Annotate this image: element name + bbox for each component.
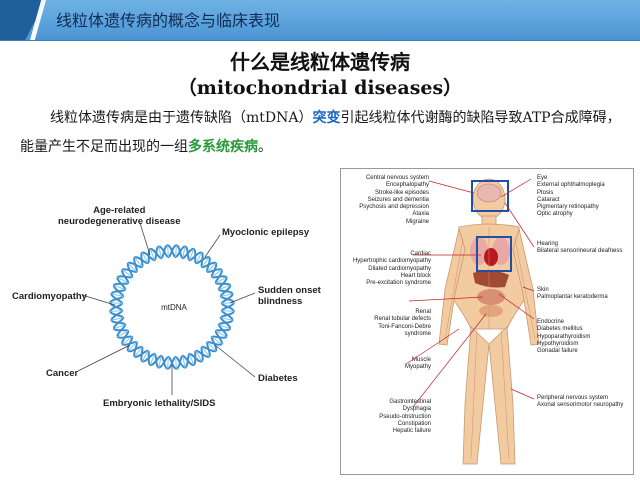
definition-paragraph: 线粒体遗传病是由于遗传缺陷（mtDNA）突变引起线粒体代谢酶的缺陷导致ATP合成… xyxy=(20,104,625,162)
para-end: 。 xyxy=(258,139,272,155)
label-pointer-line xyxy=(81,294,116,306)
label-age-related: Age-related neurodegenerative disease xyxy=(58,205,181,227)
label-pointer-line xyxy=(229,292,256,304)
helix-strand-2 xyxy=(109,244,235,370)
skin-features: Skin Palmoplantar keratoderma xyxy=(537,287,608,301)
helix-rung xyxy=(220,293,233,297)
label-embryonic: Embryonic lethality/SIDS xyxy=(103,398,216,409)
helix-rung xyxy=(134,346,143,357)
helix-rung xyxy=(175,356,177,369)
helix-rung xyxy=(134,257,143,268)
helix-rung xyxy=(220,317,233,321)
helix-rung xyxy=(189,353,195,366)
helix-rung xyxy=(149,248,155,261)
header-title: 线粒体遗传病的概念与临床表现 xyxy=(56,11,281,30)
helix-rung xyxy=(122,336,133,345)
label-pointer-line xyxy=(214,344,256,378)
helix-rung xyxy=(201,346,210,357)
helix-rung xyxy=(111,317,124,321)
helix-rung xyxy=(122,269,133,278)
helix-rung xyxy=(141,350,149,362)
cardiac-features: Cardiac Hypertrophic cardiomyopathy Dila… xyxy=(352,251,431,287)
helix-rung xyxy=(167,245,169,258)
cns-features: Central nervous system Encephalopathy St… xyxy=(359,175,429,225)
hearing-features: Hearing Bilateral sensorineural deafness xyxy=(537,241,623,255)
para-part-3: 引起线粒体代谢酶的缺陷导致ATP合成障碍，能量产生不足而出现的一组 xyxy=(20,110,621,155)
helix-rung xyxy=(221,302,234,304)
label-sudden-blindness: Sudden onset blindness xyxy=(258,285,321,307)
helix-rung xyxy=(158,355,162,368)
eye-features: Eye External ophthalmoplegia Ptosis Cata… xyxy=(537,175,605,218)
helix-rung xyxy=(182,246,186,259)
helix-rung xyxy=(211,336,222,345)
helix-rung xyxy=(215,276,227,284)
helix-rung xyxy=(117,330,129,338)
helix-rung xyxy=(175,245,177,258)
para-mutation: 突变 xyxy=(312,110,341,126)
label-pointer-line xyxy=(77,344,131,372)
clinical-features-panel: Central nervous system Encephalopathy St… xyxy=(340,168,634,475)
helix-rung xyxy=(182,355,186,368)
label-cancer: Cancer xyxy=(46,368,79,379)
dna-helix-ring xyxy=(77,222,256,395)
helix-rung xyxy=(207,262,217,272)
helix-rung xyxy=(201,257,210,268)
para-part-1: 线粒体遗传病是由于遗传缺陷（mtDNA） xyxy=(50,110,313,126)
helix-rung xyxy=(189,248,195,261)
helix-rung xyxy=(127,342,137,352)
muscle-features: Muscle Myopathy xyxy=(404,357,431,371)
mtdna-ring-svg: mtDNA xyxy=(77,222,256,395)
mtdna-diagram: mtDNA Age-related neurodegenerative dise… xyxy=(0,185,330,475)
body-figure xyxy=(405,178,540,465)
gi-features: Gastrointestinal Dysphagia Pseudo-obstru… xyxy=(379,399,431,435)
helix-rung xyxy=(113,324,126,330)
helix-rung xyxy=(167,356,169,369)
helix-rung xyxy=(158,246,162,259)
label-pointer-line xyxy=(139,222,151,256)
header-bar: 线粒体遗传病的概念与临床表现 xyxy=(0,0,640,41)
helix-rung xyxy=(218,324,231,330)
label-diabetes: Diabetes xyxy=(258,373,298,384)
helix-rung xyxy=(215,330,227,338)
renal-features: Renal Renal tubular defects Toni-Fanconi… xyxy=(374,309,431,337)
label-pointer-line xyxy=(204,234,221,258)
helix-rung xyxy=(207,342,217,352)
endocrine-features: Endocrine Diabetes mellitus Hypoparathyr… xyxy=(537,319,591,355)
helix-rung xyxy=(195,350,203,362)
label-cardiomyopathy: Cardiomyopathy xyxy=(12,291,87,302)
helix-rung xyxy=(141,252,149,264)
helix-rung xyxy=(195,252,203,264)
helix-rung xyxy=(110,310,123,312)
helix-rung xyxy=(127,262,137,272)
slide-subtitle: （mitochondrial diseases） xyxy=(177,77,463,99)
helix-rung xyxy=(218,284,231,290)
helix-rung xyxy=(110,302,123,304)
helix-rung xyxy=(117,276,129,284)
mtdna-center-label: mtDNA xyxy=(161,303,187,312)
label-myoclonic: Myoclonic epilepsy xyxy=(222,227,310,238)
pns-features: Peripheral nervous system Axonal sensori… xyxy=(537,395,624,409)
helix-rung xyxy=(221,310,234,312)
helix-rung xyxy=(113,284,126,290)
helix-rung xyxy=(149,353,155,366)
para-multisystem: 多系统疾病 xyxy=(188,139,258,155)
helix-rung xyxy=(211,269,222,278)
slide-title: 什么是线粒体遗传病 xyxy=(230,50,410,74)
helix-rung xyxy=(111,293,124,297)
